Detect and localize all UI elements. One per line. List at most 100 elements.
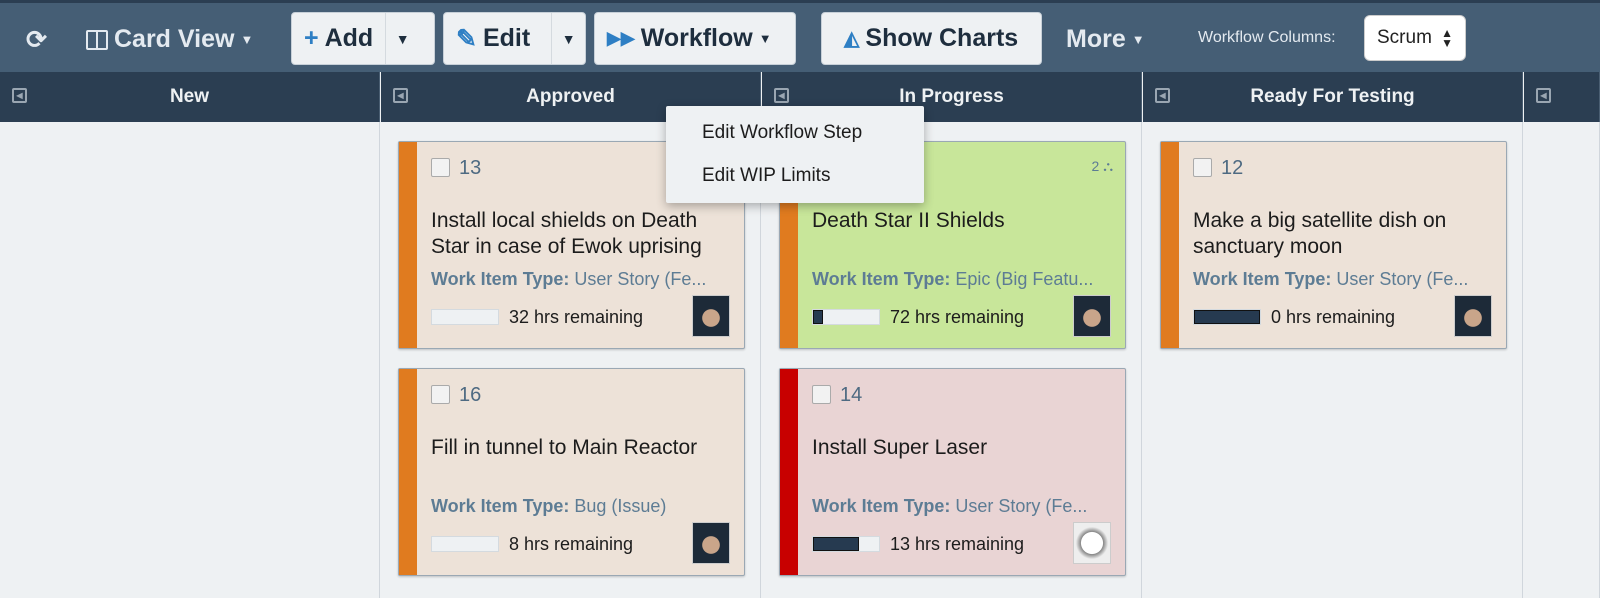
card-title[interactable]: Install local shields on Death Star in c… [431, 209, 702, 258]
workflow-button[interactable]: ▶▶Workflow▼ [594, 12, 796, 65]
workflow-columns-value: Scrum [1377, 27, 1432, 48]
type-value: User Story (Fe... [955, 496, 1088, 516]
card-priority-stripe [399, 142, 417, 348]
hours-remaining: 8 hrs remaining [509, 534, 634, 554]
assignee-avatar[interactable] [1073, 522, 1111, 564]
add-dropdown-button[interactable]: ▼ [385, 13, 419, 64]
menu-item-edit-wip-limits[interactable]: Edit WIP Limits [702, 165, 831, 186]
assignee-avatar[interactable] [692, 522, 730, 564]
edit-label: Edit [482, 24, 531, 52]
card-view-dropdown[interactable]: Card View▼ [86, 25, 253, 54]
column-body [1143, 122, 1523, 598]
workflow-columns-label: Workflow Columns: [1198, 29, 1336, 46]
collapse-column-icon[interactable]: ◀ [12, 88, 27, 103]
pencil-icon: ✎ [456, 24, 477, 53]
workflow-columns-select[interactable]: Scrum ▲▼ [1364, 15, 1466, 61]
caret-down-icon: ▼ [758, 31, 772, 46]
collapse-column-icon[interactable]: ◀ [393, 88, 408, 103]
card-type: Work Item Type: User Story (Fe... [1193, 269, 1468, 290]
column-body [381, 122, 761, 598]
caret-down-icon: ▼ [395, 30, 410, 47]
add-button-group: +Add ▼ [291, 12, 435, 65]
card-priority-stripe [780, 369, 798, 575]
fast-forward-icon: ▶▶ [607, 28, 635, 48]
type-label: Work Item Type: [1193, 269, 1332, 289]
progress-fill [813, 310, 823, 324]
work-item-card[interactable]: 16 Fill in tunnel to Main Reactor Work I… [398, 368, 745, 576]
card-checkbox[interactable] [431, 385, 450, 404]
hours-remaining: 13 hrs remaining [890, 534, 1025, 554]
refresh-icon: ⟳ [26, 26, 47, 54]
card-priority-stripe [1161, 142, 1179, 348]
column-body [0, 122, 380, 598]
column-title: Ready For Testing [1250, 86, 1415, 107]
progress-fill [813, 537, 860, 551]
plus-icon: + [304, 24, 319, 52]
card-type: Work Item Type: User Story (Fe... [812, 496, 1087, 517]
progress-bar [1193, 309, 1261, 325]
collapse-column-icon[interactable]: ◀ [1155, 88, 1170, 103]
card-checkbox[interactable] [431, 158, 450, 177]
type-label: Work Item Type: [812, 496, 951, 516]
hierarchy-icon: ⛬ [1103, 158, 1113, 174]
type-value: User Story (Fe... [1336, 269, 1469, 289]
type-label: Work Item Type: [431, 269, 570, 289]
column-body [1524, 122, 1600, 598]
card-checkbox[interactable] [812, 385, 831, 404]
area-chart-icon: ◭ [844, 28, 860, 50]
column-title: In Progress [899, 86, 1004, 107]
edit-dropdown-button[interactable]: ▼ [551, 13, 585, 64]
card-view-label: Card View [114, 25, 235, 53]
collapse-column-icon[interactable]: ◀ [1536, 88, 1551, 103]
card-id[interactable]: 16 [459, 384, 482, 406]
assignee-avatar[interactable] [692, 295, 730, 337]
progress-bar [431, 309, 499, 325]
card-title[interactable]: Install Super Laser [812, 436, 988, 459]
card-id[interactable]: 12 [1221, 157, 1244, 179]
type-label: Work Item Type: [431, 496, 570, 516]
caret-down-icon: ▼ [1131, 32, 1145, 47]
card-type: Work Item Type: Bug (Issue) [431, 496, 666, 517]
show-charts-button[interactable]: ◭Show Charts [821, 12, 1042, 65]
add-label: Add [324, 24, 374, 52]
card-type: Work Item Type: User Story (Fe... [431, 269, 706, 290]
toolbar: ⟳ Card View▼ +Add ▼ ✎Edit ▼ ▶▶Workflow▼ … [0, 0, 1600, 72]
column-header: ◀ New [0, 72, 380, 122]
child-count[interactable]: 2 ⛬ [1092, 158, 1114, 175]
updown-icon: ▲▼ [1441, 26, 1453, 50]
card-checkbox[interactable] [1193, 158, 1212, 177]
column-header: ◀ [1524, 72, 1600, 122]
progress-bar [812, 309, 880, 325]
column-title: Approved [526, 86, 615, 107]
progress-fill [1194, 310, 1260, 324]
more-dropdown[interactable]: More▼ [1066, 25, 1145, 54]
add-button[interactable]: +Add [292, 13, 385, 64]
type-value: User Story (Fe... [574, 269, 707, 289]
assignee-avatar[interactable] [1454, 295, 1492, 337]
collapse-column-icon[interactable]: ◀ [774, 88, 789, 103]
hours-remaining: 0 hrs remaining [1271, 307, 1396, 327]
work-item-card[interactable]: 14 Install Super Laser Work Item Type: U… [779, 368, 1126, 576]
card-id[interactable]: 14 [840, 384, 863, 406]
columns-icon [86, 29, 108, 50]
child-count-value: 2 [1091, 158, 1100, 174]
column-header: ◀ Approved [381, 72, 761, 122]
workflow-context-menu: Edit Workflow Step Edit WIP Limits [666, 106, 924, 203]
type-value: Epic (Big Featu... [955, 269, 1094, 289]
card-title[interactable]: Fill in tunnel to Main Reactor [431, 436, 698, 459]
refresh-button[interactable]: ⟳ [26, 25, 47, 55]
card-id[interactable]: 13 [459, 157, 482, 179]
menu-item-edit-workflow-step[interactable]: Edit Workflow Step [702, 122, 863, 143]
type-label: Work Item Type: [812, 269, 951, 289]
caret-down-icon: ▼ [561, 30, 576, 47]
card-title[interactable]: Make a big satellite dish on sanctuary m… [1193, 209, 1447, 258]
edit-button[interactable]: ✎Edit [444, 13, 551, 64]
card-priority-stripe [399, 369, 417, 575]
assignee-avatar[interactable] [1073, 295, 1111, 337]
card-title[interactable]: Death Star II Shields [812, 209, 1005, 232]
work-item-card[interactable]: 12 Make a big satellite dish on sanctuar… [1160, 141, 1507, 349]
column-body [762, 122, 1142, 598]
type-value: Bug (Issue) [574, 496, 667, 516]
edit-button-group: ✎Edit ▼ [443, 12, 586, 65]
card-type: Work Item Type: Epic (Big Featu... [812, 269, 1093, 290]
